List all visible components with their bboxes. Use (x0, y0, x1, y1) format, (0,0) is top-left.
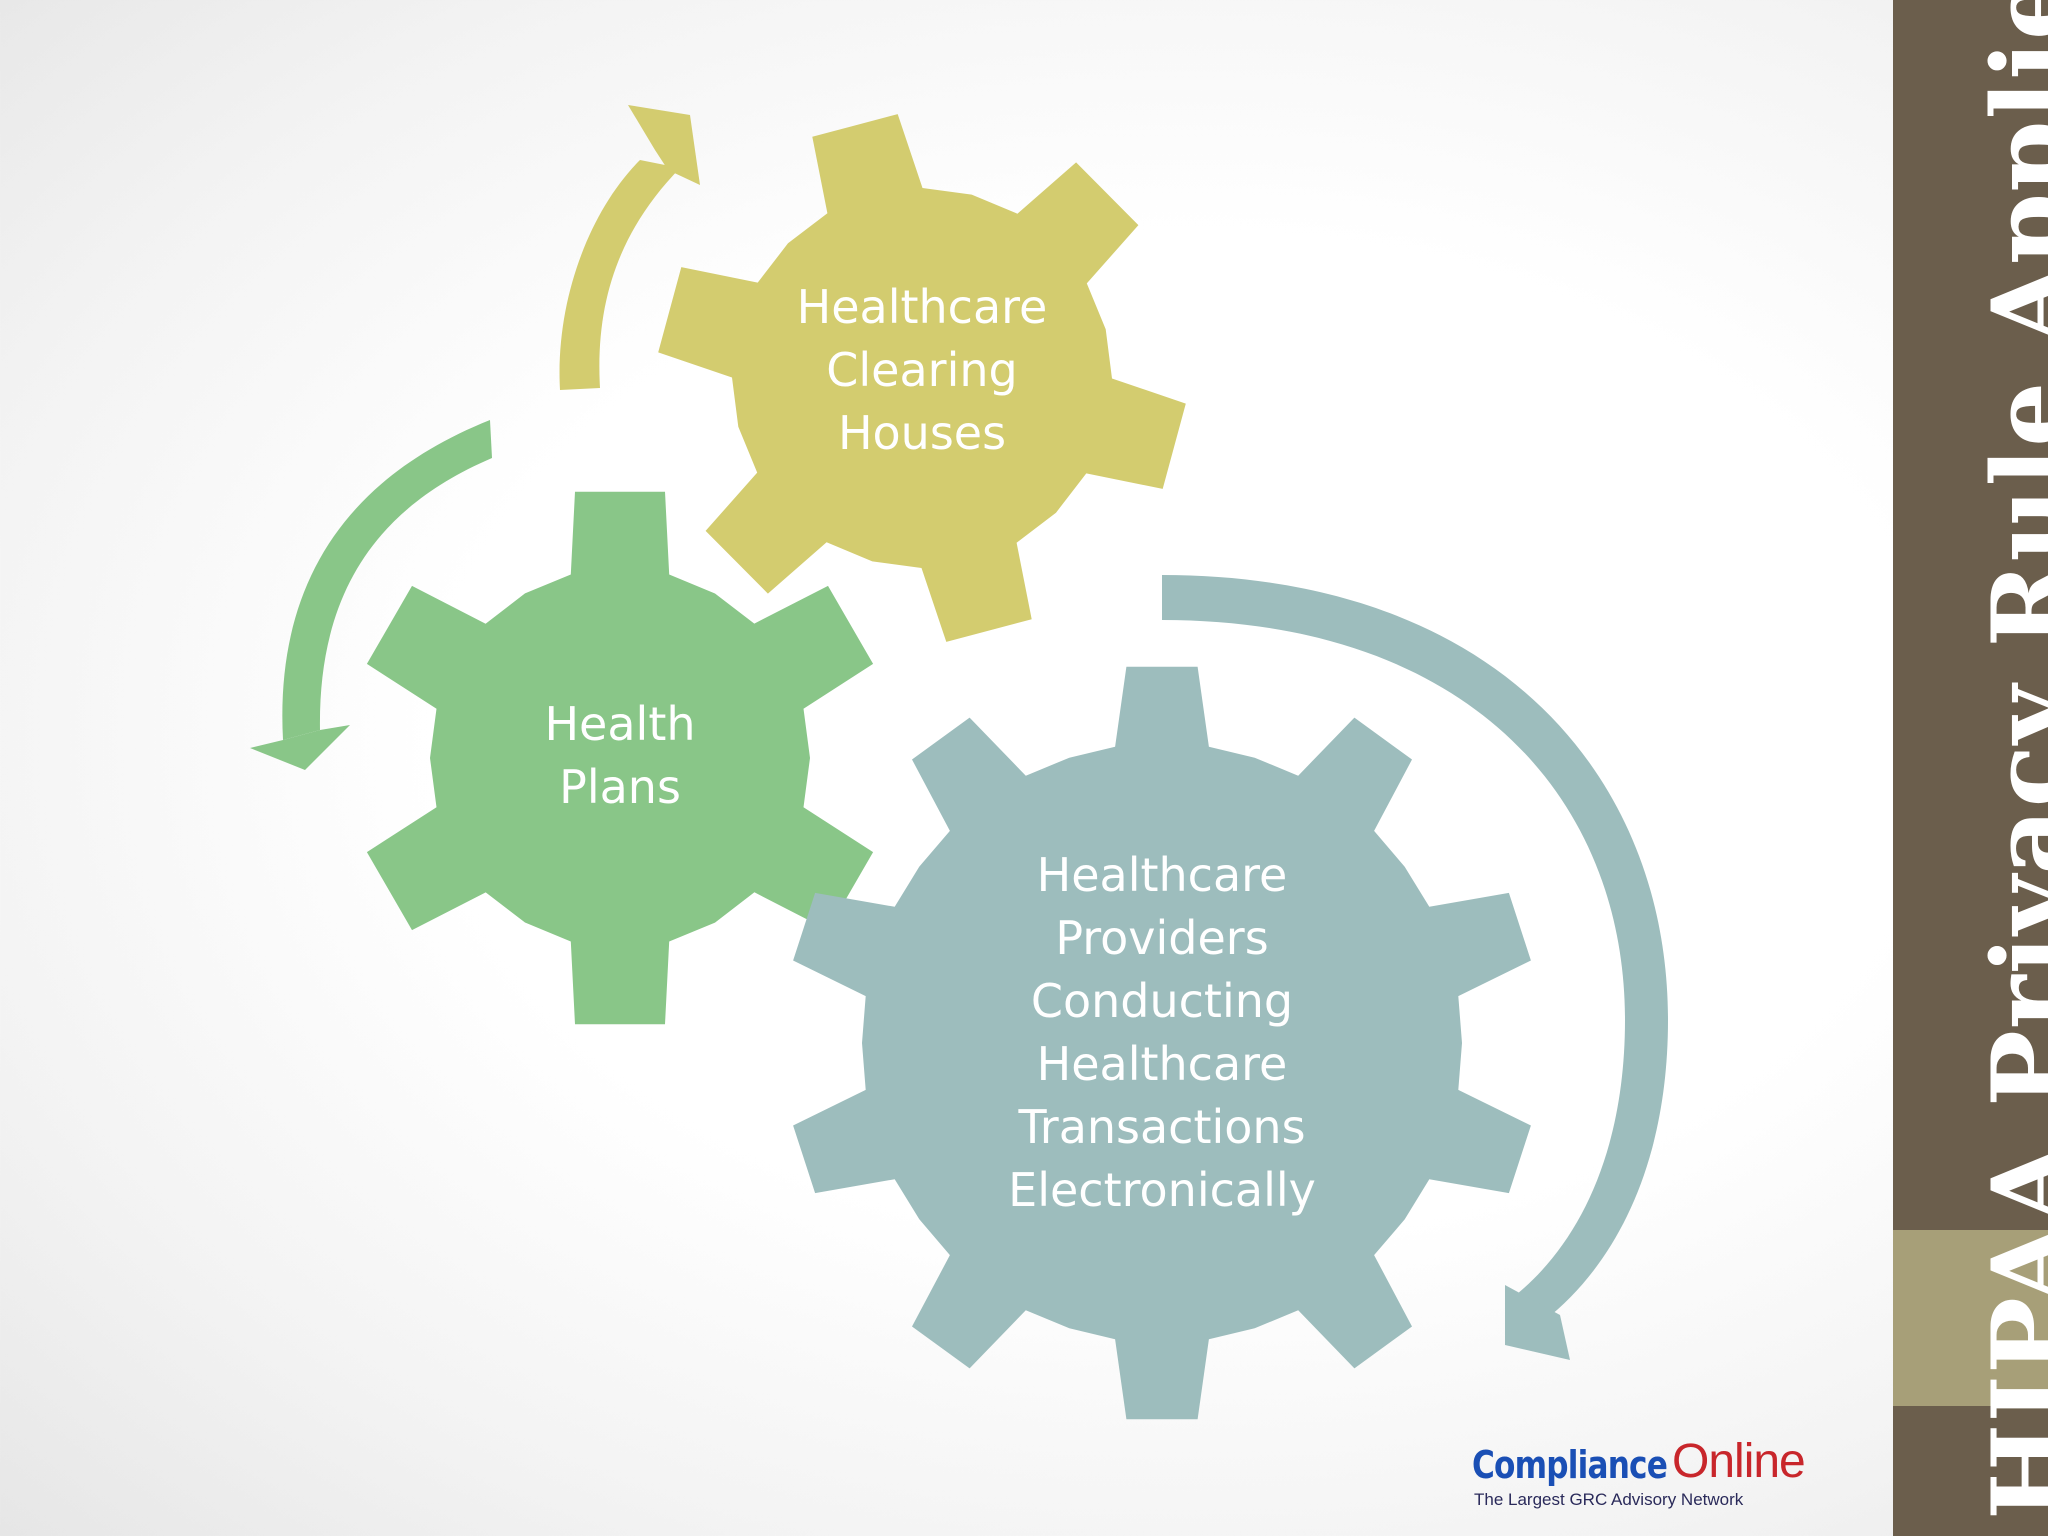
complianceonline-logo: Compliance Online The Largest GRC Adviso… (1470, 1438, 1830, 1520)
gear-health-plans (366, 491, 874, 1025)
label-line: Clearing (826, 343, 1017, 397)
label-line: Electronically (1008, 1163, 1316, 1217)
blue-arrow (1162, 575, 1668, 1320)
yellow-arrowhead (628, 105, 700, 185)
slide-title: HIPAA Privacy Rule Applies To (1970, 0, 2048, 1520)
label-line: Transactions (1017, 1100, 1305, 1154)
gear-shape (658, 114, 1186, 642)
blue-arrowhead (1505, 1285, 1570, 1360)
gear-shape (366, 491, 874, 1025)
label-line: Houses (838, 406, 1006, 460)
label-line: Healthcare (1037, 848, 1288, 902)
title-sidebar (1893, 0, 2048, 1536)
gear-diagram: Healthcare Clearing Houses Health Plans … (250, 105, 1668, 1420)
sidebar-accent (1893, 1230, 2048, 1406)
label-line: Providers (1055, 911, 1268, 965)
logo-brand-part1: Compliance (1472, 1443, 1668, 1487)
label-healthcare-providers: Healthcare Providers Conducting Healthca… (1008, 848, 1316, 1217)
label-clearing-houses: Healthcare Clearing Houses (797, 280, 1048, 460)
label-line: Plans (559, 760, 681, 814)
label-health-plans: Health Plans (544, 697, 695, 814)
gear-clearing-houses (658, 114, 1186, 642)
green-arrow (282, 420, 492, 740)
label-line: Conducting (1031, 974, 1293, 1028)
yellow-arrow (559, 160, 680, 390)
label-line: Health (544, 697, 695, 751)
logo-brand-part2: Online (1672, 1435, 1806, 1488)
gear-shape (793, 666, 1531, 1420)
label-line: Healthcare (1037, 1037, 1288, 1091)
green-arrowhead (250, 725, 350, 770)
logo-brand: Compliance Online (1472, 1438, 1806, 1489)
logo-tagline: The Largest GRC Advisory Network (1474, 1490, 1744, 1509)
gear-healthcare-providers (793, 666, 1531, 1420)
label-line: Healthcare (797, 280, 1048, 334)
